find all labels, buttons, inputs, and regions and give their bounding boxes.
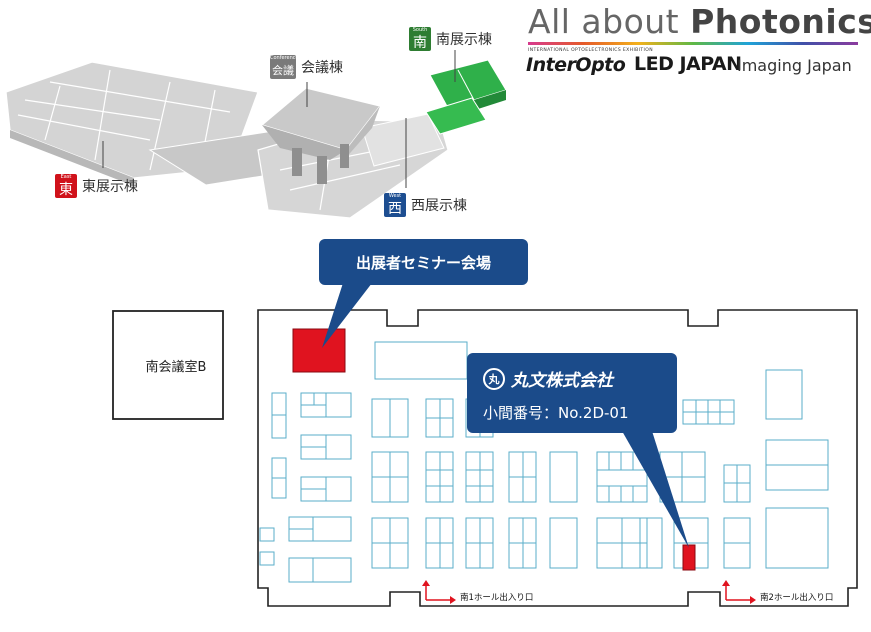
leader-lines bbox=[102, 50, 456, 188]
label-south: South 南 南展示棟 bbox=[409, 27, 492, 51]
meeting-room-label: 南会議室B bbox=[145, 360, 207, 375]
seminar-pointer bbox=[322, 283, 372, 348]
meeting-room-b bbox=[112, 310, 224, 420]
entrance-arrow-1-icon bbox=[422, 580, 456, 604]
floor-plan bbox=[112, 283, 858, 607]
entrance-label-1: 南1ホール出入り口 bbox=[460, 593, 534, 603]
east-hall-side bbox=[10, 130, 134, 186]
led-japan-logo: LED JAPAN bbox=[634, 53, 742, 75]
rainbow-bar bbox=[528, 42, 858, 45]
marubun-booth bbox=[682, 544, 696, 571]
booth-grid bbox=[259, 341, 829, 583]
conference-badge-icon: Conference 会議 bbox=[270, 55, 299, 79]
photonics-logo: All about Photonics bbox=[528, 2, 871, 41]
marubun-logo-icon: 丸 bbox=[483, 367, 505, 390]
imaging-japan-logo: Imaging Japan bbox=[737, 56, 852, 75]
exhibition-subtitle: INTERNATIONAL OPTOELECTRONICS EXHIBITION bbox=[528, 48, 653, 53]
interopto-logo: InterOpto bbox=[526, 54, 626, 76]
booth-number: 小間番号：No.2D-01 bbox=[483, 404, 629, 422]
seminar-callout: 出展者セミナー会場 bbox=[319, 239, 528, 285]
conference-tower bbox=[260, 87, 382, 184]
south-hall bbox=[425, 59, 507, 135]
west-badge-icon: West 西 bbox=[384, 193, 406, 217]
marubun-callout: 丸 丸文株式会社 小間番号：No.2D-01 bbox=[467, 353, 677, 433]
east-hall-roof-lines bbox=[17, 69, 231, 171]
venue-overview-map bbox=[5, 50, 507, 219]
label-conference: Conference 会議 会議棟 bbox=[270, 55, 343, 79]
company-name: 丸文株式会社 bbox=[511, 371, 613, 391]
seminar-area bbox=[292, 328, 346, 373]
seminar-callout-label: 出展者セミナー会場 bbox=[355, 253, 491, 272]
label-west: West 西 西展示棟 bbox=[384, 193, 467, 217]
company-row: 丸 丸文株式会社 bbox=[483, 366, 613, 391]
label-east: East 東 東展示棟 bbox=[55, 174, 138, 198]
south-badge-icon: South 南 bbox=[409, 27, 431, 51]
east-badge-icon: East 東 bbox=[55, 174, 77, 198]
entrance-label-2: 南2ホール出入り口 bbox=[760, 593, 834, 603]
booth-pointer bbox=[622, 431, 689, 548]
entrance-arrow-2-icon bbox=[722, 580, 756, 604]
